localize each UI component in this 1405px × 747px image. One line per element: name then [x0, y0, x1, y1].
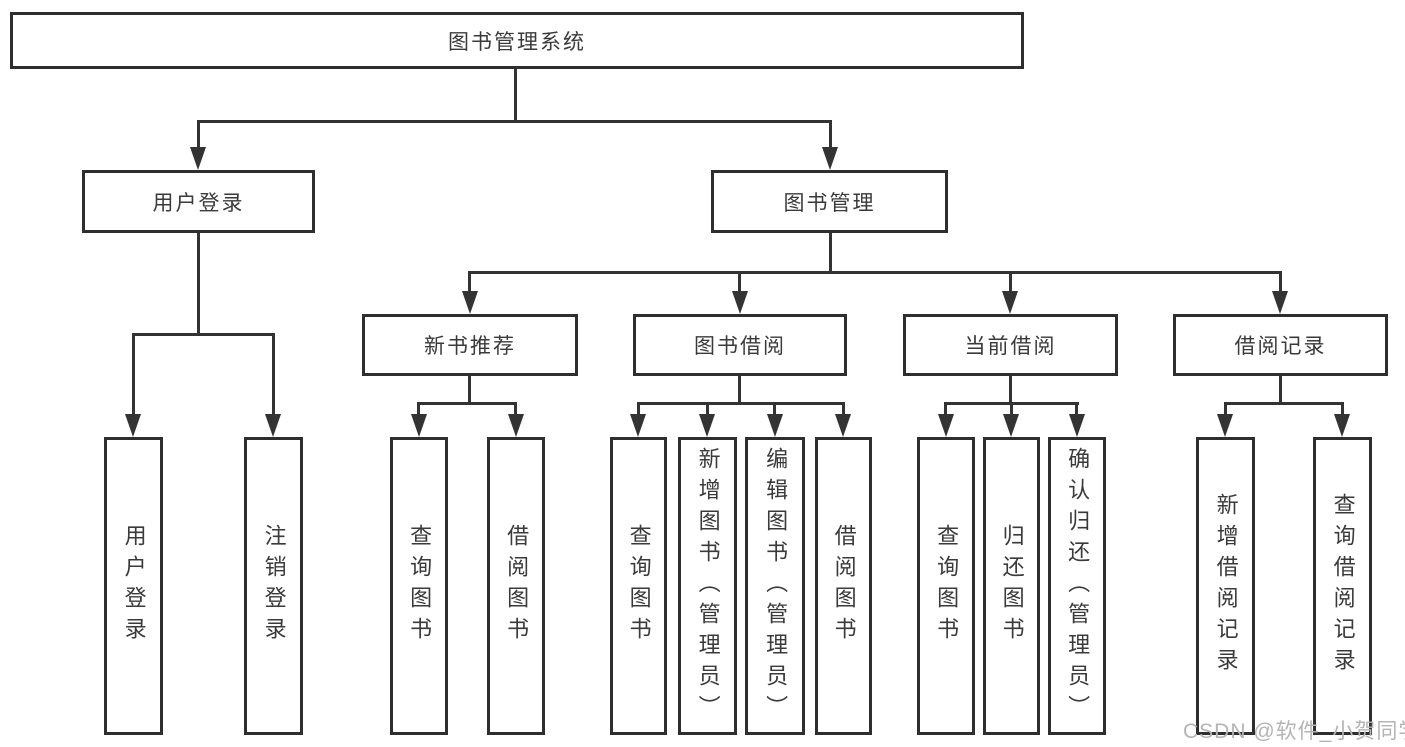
node-label: 图书管理: [783, 191, 876, 215]
connector-trunk: [468, 376, 471, 404]
connector-root-trunk: [514, 69, 517, 122]
node-borrow-books-recommend: 借阅图书: [487, 437, 545, 735]
node-add-borrow-record: 新增借阅记录: [1196, 437, 1255, 735]
connector-drop: [706, 402, 709, 417]
node-book-borrowing: 图书借阅: [633, 314, 847, 376]
connector-rail: [1224, 402, 1344, 405]
node-label: 编辑图书（管理员）: [763, 446, 789, 726]
arrow-down-icon: [265, 414, 281, 437]
arrow-down-icon: [1272, 291, 1288, 314]
connector-drop: [1279, 271, 1282, 294]
arrow-down-icon: [1217, 414, 1233, 437]
connector-rail: [132, 333, 275, 336]
connector-drop: [842, 402, 845, 417]
node-label: 查询图书: [407, 524, 433, 648]
connector-rail: [637, 402, 845, 405]
arrow-down-icon: [1003, 414, 1019, 437]
connector-drop: [197, 120, 200, 149]
connector-drop: [944, 402, 947, 417]
connector-drop: [1224, 402, 1227, 417]
connector-drop: [417, 402, 420, 417]
connector-level3-rail: [469, 271, 1282, 274]
arrow-down-icon: [938, 414, 954, 437]
node-label: 借阅图书: [831, 524, 857, 648]
node-label: 借阅图书: [504, 524, 530, 648]
node-new-book-recommend: 新书推荐: [362, 314, 578, 376]
arrow-down-icon: [190, 147, 206, 170]
connector-trunk: [738, 376, 741, 404]
node-current-borrowing: 当前借阅: [903, 314, 1118, 376]
node-user-login: 用户登录: [104, 437, 163, 735]
connector-drop: [829, 120, 832, 149]
node-label: 图书管理系统: [448, 30, 586, 54]
connector-drop: [773, 402, 776, 417]
arrow-down-icon: [767, 414, 783, 437]
connector-drop: [1009, 271, 1012, 294]
node-label: 图书借阅: [694, 335, 786, 358]
arrow-down-icon: [125, 414, 141, 437]
connector-level2-rail: [197, 120, 832, 123]
connector-drop: [1075, 402, 1078, 417]
node-label: 注销登录: [261, 524, 287, 648]
arrow-down-icon: [1002, 291, 1018, 314]
node-confirm-return-admin: 确认归还（管理员）: [1048, 437, 1106, 735]
node-label: 用户登录: [121, 524, 147, 648]
node-query-books-recommend: 查询图书: [390, 437, 448, 735]
connector-drop: [1010, 402, 1013, 417]
node-query-books-borrowing: 查询图书: [610, 437, 667, 735]
csdn-watermark: CSDN @软件_小贺同学: [1183, 720, 1405, 743]
node-library-system: 图书管理系统: [10, 12, 1024, 69]
arrow-down-icon: [462, 291, 478, 314]
arrow-down-icon: [822, 147, 838, 170]
connector-trunk: [829, 233, 832, 274]
connector-drop: [272, 333, 275, 416]
node-label: 用户登录: [152, 191, 245, 215]
node-label: 查询借阅记录: [1330, 493, 1356, 679]
node-label: 确认归还（管理员）: [1065, 446, 1091, 726]
node-return-books: 归还图书: [983, 437, 1040, 735]
connector-trunk: [1279, 376, 1282, 404]
node-borrow-books: 借阅图书: [815, 437, 872, 735]
connector-drop: [738, 271, 741, 294]
connector-drop: [1341, 402, 1344, 417]
connector-trunk: [1009, 376, 1012, 404]
connector-drop: [132, 333, 135, 416]
node-label: 查询图书: [934, 524, 960, 648]
node-logout: 注销登录: [244, 437, 303, 735]
arrow-down-icon: [835, 414, 851, 437]
node-label: 新书推荐: [424, 335, 516, 358]
arrow-down-icon: [508, 414, 524, 437]
arrow-down-icon: [699, 414, 715, 437]
arrow-down-icon: [1334, 414, 1350, 437]
node-query-books-current: 查询图书: [917, 437, 975, 735]
node-label: 查询图书: [626, 524, 652, 648]
node-query-borrow-record: 查询借阅记录: [1313, 437, 1372, 735]
connector-trunk: [197, 233, 200, 336]
node-user-login-group: 用户登录: [82, 170, 315, 233]
node-label: 借阅记录: [1234, 335, 1327, 358]
connector-rail: [418, 402, 517, 405]
node-book-management: 图书管理: [711, 170, 948, 233]
node-label: 新增图书（管理员）: [695, 446, 721, 726]
connector-drop: [637, 402, 640, 417]
node-add-books-admin: 新增图书（管理员）: [678, 437, 737, 735]
node-edit-books-admin: 编辑图书（管理员）: [745, 437, 805, 735]
connector-drop: [468, 271, 471, 294]
node-label: 新增借阅记录: [1213, 493, 1239, 679]
arrow-down-icon: [630, 414, 646, 437]
connector-drop: [514, 402, 517, 417]
node-borrowing-records: 借阅记录: [1173, 314, 1388, 376]
arrow-down-icon: [732, 291, 748, 314]
arrow-down-icon: [1069, 414, 1085, 437]
arrow-down-icon: [411, 414, 427, 437]
node-label: 当前借阅: [964, 335, 1057, 358]
node-label: 归还图书: [999, 524, 1025, 648]
